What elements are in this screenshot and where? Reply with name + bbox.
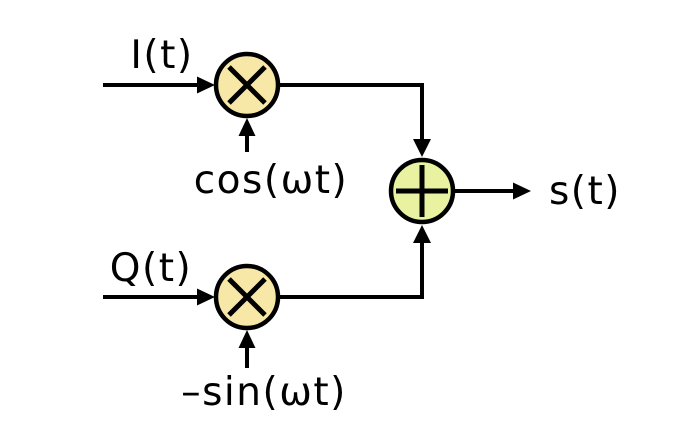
sin-carrier-label: –sin(ωt) xyxy=(181,370,347,415)
arrowhead-into-top-multiplier xyxy=(197,76,215,94)
arrowhead-output xyxy=(513,182,531,200)
output-label: s(t) xyxy=(549,169,621,214)
arrowhead-into-summer-top xyxy=(413,139,431,157)
bottom-multiplier-to-summer-wire xyxy=(280,241,424,299)
plus-icon xyxy=(396,165,448,217)
q-input-label: Q(t) xyxy=(110,246,192,291)
arrowhead-into-top-multiplier-bottom xyxy=(238,118,256,136)
top-multiplier-to-summer-wire xyxy=(280,83,424,141)
i-input-label: I(t) xyxy=(130,33,193,78)
arrowhead-into-summer-bottom xyxy=(413,225,431,243)
cos-carrier-label: cos(ωt) xyxy=(194,158,349,203)
multiply-icon xyxy=(227,277,267,317)
arrowhead-into-bottom-multiplier-bottom xyxy=(238,330,256,348)
arrowhead-into-bottom-multiplier xyxy=(197,288,215,306)
multiply-icon xyxy=(227,65,267,105)
